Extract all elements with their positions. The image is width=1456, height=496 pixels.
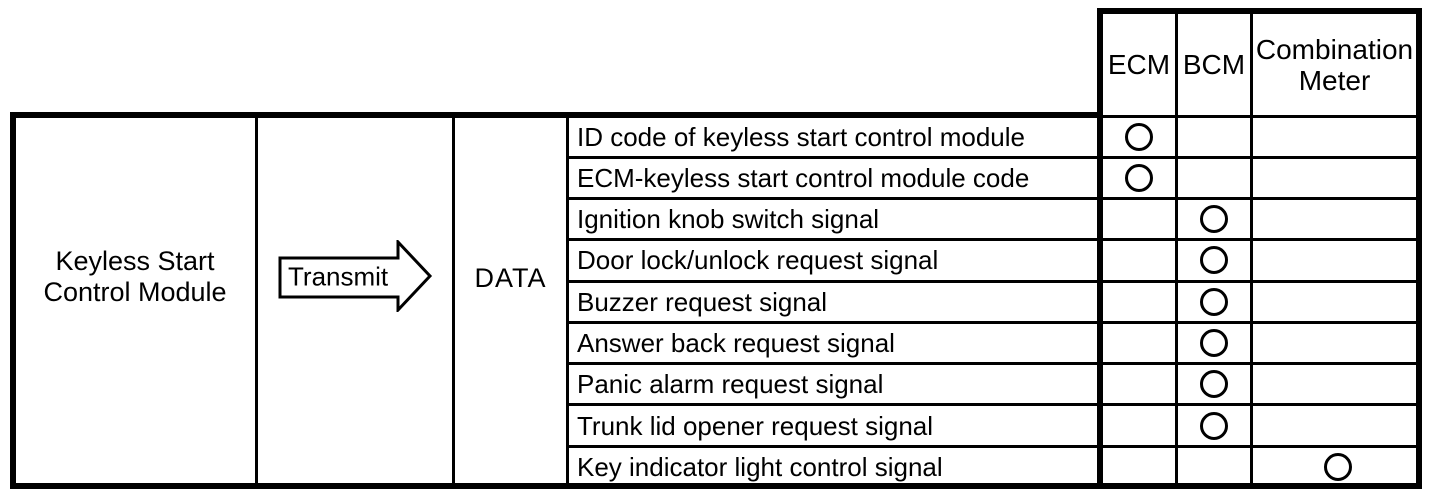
grid-line [255, 118, 258, 483]
outer-border-line [10, 112, 1103, 118]
signal-label: Ignition knob switch signal [577, 204, 880, 235]
grid-line [566, 196, 1416, 200]
grid-line [566, 403, 1416, 407]
circle-mark-bcm [1200, 205, 1228, 234]
circle-mark-combination-meter [1324, 452, 1352, 481]
outer-border-line [1097, 8, 1103, 489]
outer-border-line [10, 483, 1422, 489]
outer-border-line [10, 112, 16, 489]
grid-line [1250, 14, 1253, 483]
outer-border-line [1097, 8, 1422, 14]
signal-label: Key indicator light control signal [577, 451, 943, 482]
outer-border-line [1416, 8, 1422, 489]
grid-line [1175, 14, 1178, 483]
circle-mark-bcm [1200, 370, 1228, 399]
source-module-label: Keyless Start Control Module [43, 246, 227, 307]
signal-label: Buzzer request signal [577, 286, 828, 317]
signal-label: Trunk lid opener request signal [577, 410, 934, 441]
circle-mark-ecm [1125, 163, 1153, 192]
grid-line [566, 444, 1416, 448]
grid-line [1103, 115, 1416, 118]
circle-mark-ecm [1125, 122, 1153, 151]
signal-label: Answer back request signal [577, 328, 895, 358]
circle-mark-bcm [1200, 411, 1228, 440]
column-header-ecm: ECM [1107, 49, 1171, 80]
circle-mark-bcm [1200, 329, 1228, 357]
transmit-arrow: Transmit [278, 240, 433, 312]
grid-line [566, 155, 1416, 159]
transmit-arrow-label: Transmit [288, 261, 389, 292]
circle-mark-bcm [1200, 287, 1228, 316]
data-cell-label: DATA [474, 263, 547, 293]
grid-line [452, 118, 455, 483]
column-header-combination-meter: Combination Meter [1255, 33, 1414, 96]
grid-line [566, 238, 1416, 242]
signal-label: ECM-keyless start control module code [577, 162, 1030, 193]
signal-label: Panic alarm request signal [577, 369, 884, 400]
right-arrow-icon [278, 240, 433, 312]
grid-line [566, 362, 1416, 366]
grid-line [566, 279, 1416, 283]
column-header-bcm: BCM [1182, 49, 1246, 80]
signal-label: Door lock/unlock request signal [577, 245, 939, 276]
grid-line [566, 320, 1416, 324]
circle-mark-bcm [1200, 246, 1228, 275]
grid-line [566, 118, 569, 483]
signal-label: ID code of keyless start control module [577, 121, 1025, 152]
